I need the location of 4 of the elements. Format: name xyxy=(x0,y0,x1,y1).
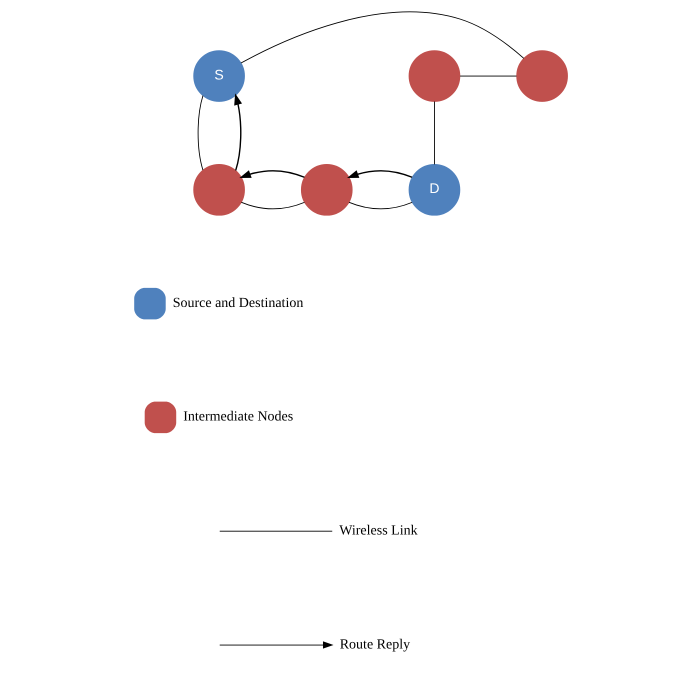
legend-label: Intermediate Nodes xyxy=(183,410,294,425)
legend-label: Wireless Link xyxy=(339,524,418,539)
legend-label: Route Reply xyxy=(340,637,410,652)
legend-label: Source and Destination xyxy=(172,296,304,311)
